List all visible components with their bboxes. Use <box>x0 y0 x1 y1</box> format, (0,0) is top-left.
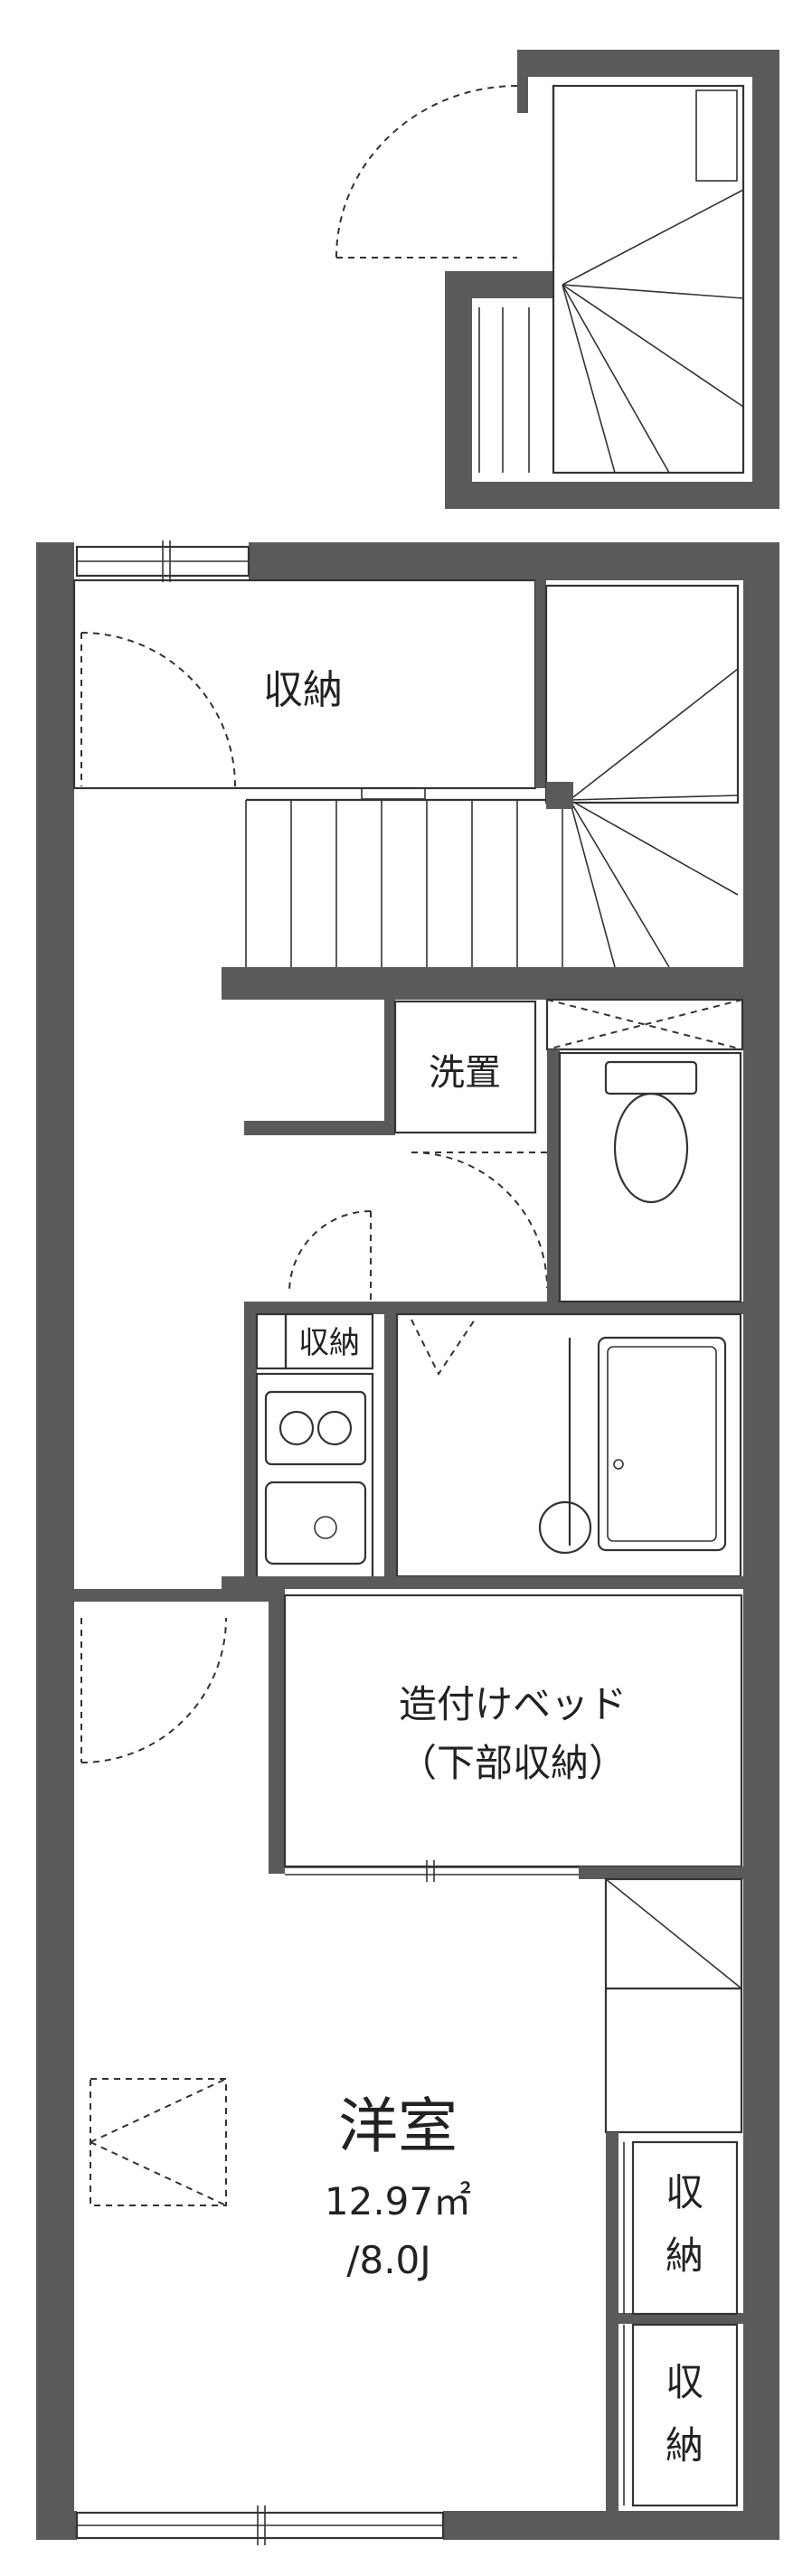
built-in-bed-label-line2: （下部収納） <box>399 1741 627 1785</box>
washroom-label: 洗置 <box>429 1052 501 1094</box>
western-room-label: 洋室 <box>338 2092 458 2161</box>
right-shelf-diagonal <box>605 1878 742 1989</box>
toilet-wall-bottom <box>384 1302 779 1314</box>
toilet-room <box>558 1051 742 1303</box>
closet-1 <box>631 2140 739 2316</box>
wall-right <box>743 542 779 2540</box>
kitchen-counter <box>255 1372 374 1584</box>
loft-inner-frame <box>552 84 745 475</box>
stair-under-box <box>545 998 744 1051</box>
loft-wall-left-lower <box>445 271 472 509</box>
wash-wall-top-left <box>244 1121 395 1135</box>
loft-wall-bottom <box>445 482 779 509</box>
wall-bottom-left <box>36 2511 77 2540</box>
western-room-area: 12.97㎡ <box>325 2179 471 2223</box>
western-room-size: /8.0J <box>346 2238 430 2282</box>
kitchen-niche <box>255 1312 288 1370</box>
loft-wall-top <box>517 50 779 77</box>
kitchen-storage-box <box>284 1312 374 1370</box>
kitchen-wall-top <box>244 1302 389 1314</box>
right-shelf-box <box>604 1877 743 2134</box>
top-window-icon <box>75 541 250 582</box>
loft-section <box>335 50 779 509</box>
loft-stairs-icon <box>478 189 744 474</box>
closet-2-label-line2: 納 <box>666 2423 703 2468</box>
loft-cabinet <box>695 89 738 182</box>
wall-top-right <box>249 542 779 580</box>
kitchen-door-swing-icon <box>288 1210 372 1293</box>
stair-bottom-wall <box>222 967 779 1000</box>
bath-wall-left <box>384 1314 397 1585</box>
entrance-wall <box>74 1589 269 1602</box>
bed-wall-bottom <box>579 1866 779 1879</box>
wash-door-swing-icon <box>411 1152 548 1289</box>
left-window-box-icon <box>90 2078 227 2206</box>
built-in-bed-box <box>283 1594 743 1868</box>
sink-icon <box>264 1481 367 1565</box>
wall-left <box>36 542 74 2540</box>
closet-1-label-line2: 納 <box>666 2233 703 2278</box>
bottom-window-icon <box>75 2505 445 2545</box>
toilet-wall-left <box>547 1049 560 1312</box>
entrance-door-swing-icon <box>80 1617 227 1763</box>
stair-wall-right-top <box>535 580 546 788</box>
closet-1-label-line1: 収 <box>666 2170 703 2214</box>
bed-rail-icon <box>285 1860 579 1882</box>
closet-2 <box>631 2323 739 2507</box>
kitchen-storage-label: 収納 <box>298 1325 360 1361</box>
loft-wall-right <box>752 50 779 509</box>
bath-door-swing-icon <box>411 1319 476 1376</box>
built-in-bed-label-line1: 造付けベッド <box>399 1682 627 1726</box>
washroom-box <box>393 1000 537 1134</box>
loft-wall-step <box>445 271 553 298</box>
main-floor: 収納 洗 <box>36 541 779 2545</box>
bed-wall-left <box>269 1589 285 1874</box>
main-stairs-icon <box>245 668 739 968</box>
loft-door-swing-icon <box>335 85 518 259</box>
stove-icon <box>264 1390 367 1466</box>
storage-top-label: 収納 <box>263 667 343 713</box>
closet-wall-left <box>606 2132 618 2512</box>
wash-wall-left <box>384 1000 395 1135</box>
loft-wall-left-upper <box>517 50 528 113</box>
bathtub-icon <box>538 1336 727 1555</box>
kitchen-wall-left <box>244 1314 257 1585</box>
stair-upper-box <box>544 584 740 804</box>
wall-bottom-right <box>443 2511 779 2540</box>
storage-top-vent <box>361 787 426 800</box>
closet-2-label-line1: 収 <box>666 2360 703 2404</box>
bath-wall-bottom <box>222 1576 779 1589</box>
stair-landing-wall <box>546 782 573 809</box>
toilet-icon <box>604 1060 698 1204</box>
storage-top-door-swing-icon <box>80 632 236 787</box>
closet-wall-divider <box>618 2313 743 2324</box>
